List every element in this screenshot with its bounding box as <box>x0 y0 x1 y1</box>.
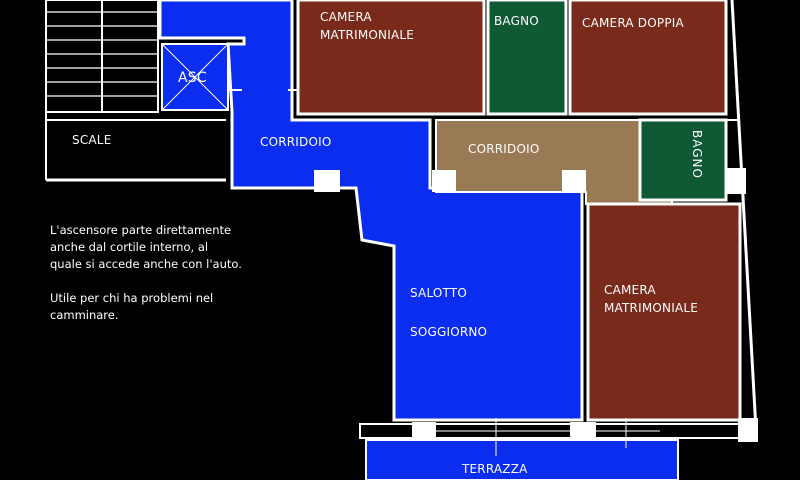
double-room-shape <box>568 0 728 116</box>
living-room-label-2: SOGGIORNO <box>410 325 488 339</box>
tan-corridor-shape <box>435 119 673 205</box>
bathroom-right-label: BAGNO <box>690 130 704 179</box>
corridor-left-label: CORRIDOIO <box>260 135 332 149</box>
corridor-right-label: CORRIDOIO <box>468 142 540 156</box>
blue-corridor-living-shape <box>158 0 584 422</box>
bathroom-top-label: BAGNO <box>494 14 539 28</box>
note-line-3: quale si accede anche con l'auto. <box>50 257 242 271</box>
note-line-4: Utile per chi ha problemi nel <box>50 291 214 305</box>
note-line-5: camminare. <box>50 308 119 322</box>
note-line-2: anche dal cortile interno, al <box>50 240 209 254</box>
terrace-area <box>359 418 745 480</box>
master-bedroom-top-shape <box>296 0 486 116</box>
bathroom-top-shape <box>486 0 568 116</box>
elevator-label: ASC <box>178 70 207 86</box>
elevator-box <box>161 43 229 111</box>
terrace-label: TERRAZZA <box>462 462 528 476</box>
elevator-note: L'ascensore parte direttamente anche dal… <box>50 222 242 324</box>
bathroom-right-shape <box>638 118 728 202</box>
master-bedroom-bottom-label: CAMERA MATRIMONIALE <box>604 283 699 315</box>
note-line-1: L'ascensore parte direttamente <box>50 223 232 237</box>
double-room-label: CAMERA DOPPIA <box>582 16 684 30</box>
structural-pillars <box>314 168 758 442</box>
master-bedroom-top-label: CAMERA MATRIMONIALE <box>320 10 415 42</box>
living-room-label-1: SALOTTO <box>410 286 468 300</box>
stairs-area <box>45 0 226 182</box>
stairs-label: SCALE <box>72 133 112 147</box>
